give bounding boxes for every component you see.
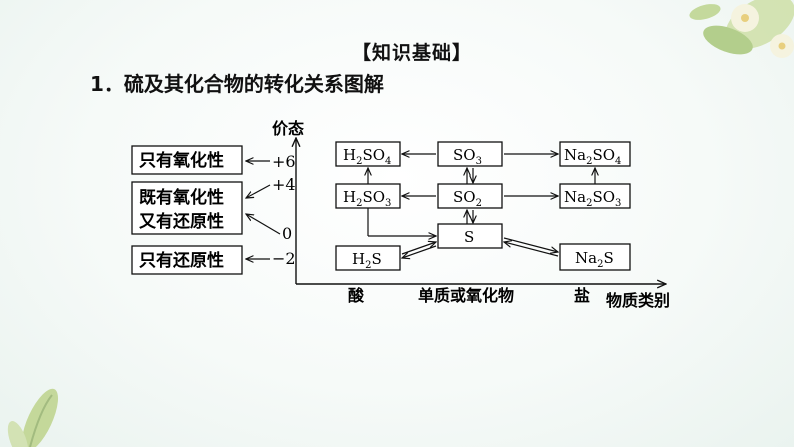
property-both-line2: 又有还原性 (139, 211, 224, 232)
diagram-heading: 1．硫及其化合物的转化关系图解 (90, 72, 384, 96)
x-category-salt: 盐 (574, 286, 590, 305)
property-reducing-only-label: 只有还原性 (139, 250, 224, 271)
compound-s: S (464, 228, 474, 246)
compound-so2: SO2 (453, 188, 482, 209)
y-axis-label: 价态 (272, 119, 304, 138)
property-oxidizing-only: 只有氧化性 (131, 145, 243, 175)
property-both: 既有氧化性 又有还原性 (131, 181, 243, 235)
compound-na2so3: Na2SO3 (564, 188, 621, 209)
x-category-element-oxide: 单质或氧化物 (418, 286, 514, 305)
property-reducing-only: 只有还原性 (131, 245, 243, 275)
compound-h2s: H2S (352, 250, 382, 271)
x-category-acid: 酸 (348, 286, 365, 305)
property-both-line1: 既有氧化性 (139, 187, 224, 208)
y-tick-minus2: −2 (272, 249, 296, 268)
section-title: 【知识基础】 (352, 42, 473, 64)
compound-h2so3: H2SO3 (343, 188, 391, 209)
valence-arrows (246, 161, 281, 259)
y-tick-zero: 0 (282, 224, 292, 243)
x-axis-label: 物质类别 (606, 291, 670, 310)
compound-na2s: Na2S (575, 249, 614, 270)
property-oxidizing-only-label: 只有氧化性 (139, 150, 224, 171)
compound-h2so4: H2SO4 (343, 146, 391, 167)
y-tick-plus6: +6 (272, 152, 296, 171)
compound-na2so4: Na2SO4 (564, 146, 621, 167)
reaction-arrows (368, 154, 595, 258)
compound-so3: SO3 (453, 146, 482, 167)
y-tick-plus4: +4 (272, 175, 296, 194)
compound-boxes (335, 141, 631, 271)
